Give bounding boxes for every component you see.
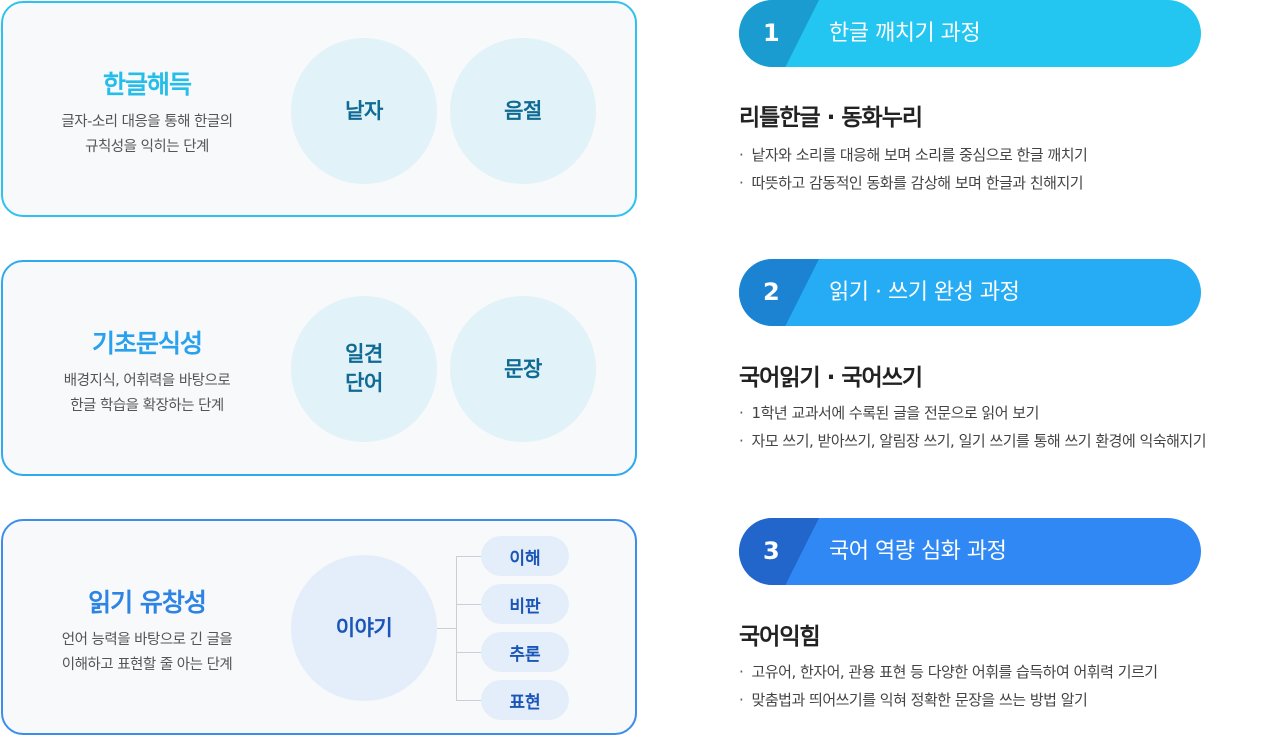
branch-trunk bbox=[456, 556, 457, 700]
branch-tick bbox=[456, 604, 482, 605]
bullet-item: 자모 쓰기, 받아쓰기, 알림장 쓰기, 일기 쓰기를 통해 쓰기 환경에 익숙… bbox=[739, 427, 1207, 455]
stage-banner-2: 2 읽기 · 쓰기 완성 과정 bbox=[739, 259, 1201, 326]
circle-letter: 낱자 bbox=[291, 38, 437, 184]
bullet-item: 낱자와 소리를 대응해 보며 소리를 중심으로 한글 깨치기 bbox=[739, 141, 1088, 169]
bullet-item: 고유어, 한자어, 관용 표현 등 다양한 어휘를 습득하여 어휘력 기르기 bbox=[739, 658, 1159, 686]
bullet-item: 맞춤법과 띄어쓰기를 익혀 정확한 문장을 쓰는 방법 알기 bbox=[739, 686, 1158, 714]
stage-card-basic-literacy: 기초문식성 배경지식, 어휘력을 바탕으로 한글 학습을 확장하는 단계 일견 … bbox=[1, 260, 637, 476]
circle-sight-word: 일견 단어 bbox=[291, 296, 437, 442]
card-description: 언어 능력을 바탕으로 긴 글을 이해하고 표현할 줄 아는 단계 bbox=[61, 632, 233, 673]
stage-label: 읽기 · 쓰기 완성 과정 bbox=[829, 280, 1020, 305]
circle-story: 이야기 bbox=[291, 555, 437, 701]
stage-card-hangul-decoding: 한글해득 글자-소리 대응을 통해 한글의 규칙성을 익히는 단계 낱자 음절 bbox=[1, 1, 637, 217]
stage-number: 3 bbox=[739, 518, 819, 585]
branch-tick bbox=[456, 556, 482, 557]
stage-number: 1 bbox=[739, 0, 819, 67]
stage-heading: 국어익힘 bbox=[739, 624, 821, 650]
pill-understanding: 이해 bbox=[481, 536, 569, 576]
pill-critique: 비판 bbox=[481, 584, 569, 624]
circle-syllable: 음절 bbox=[450, 38, 596, 184]
bullet-item: 1학년 교과서에 수록된 글을 전문으로 읽어 보기 bbox=[739, 399, 1206, 427]
card-title: 기초문식성 bbox=[91, 329, 203, 358]
stage-label: 한글 깨치기 과정 bbox=[829, 21, 981, 46]
stage-bullets: 1학년 교과서에 수록된 글을 전문으로 읽어 보기 자모 쓰기, 받아쓰기, … bbox=[739, 399, 1207, 455]
stage-heading: 국어읽기 · 국어쓰기 bbox=[739, 365, 923, 391]
card-title: 한글해득 bbox=[102, 70, 192, 99]
branch-connector bbox=[437, 628, 457, 629]
card-title: 읽기 유창성 bbox=[88, 588, 207, 617]
branch-tick bbox=[456, 700, 482, 701]
stage-label: 국어 역량 심화 과정 bbox=[829, 539, 1007, 564]
stage-heading: 리틀한글 · 동화누리 bbox=[739, 105, 923, 131]
stage-number: 2 bbox=[739, 259, 819, 326]
stage-bullets: 낱자와 소리를 대응해 보며 소리를 중심으로 한글 깨치기 따뜻하고 감동적인… bbox=[739, 141, 1088, 197]
stage-banner-3: 3 국어 역량 심화 과정 bbox=[739, 518, 1201, 585]
circle-sentence: 문장 bbox=[450, 296, 596, 442]
card-description: 글자-소리 대응을 통해 한글의 규칙성을 익히는 단계 bbox=[61, 114, 233, 155]
card-description: 배경지식, 어휘력을 바탕으로 한글 학습을 확장하는 단계 bbox=[63, 373, 231, 414]
stage-banner-1: 1 한글 깨치기 과정 bbox=[739, 0, 1201, 67]
stage-card-reading-fluency: 읽기 유창성 언어 능력을 바탕으로 긴 글을 이해하고 표현할 줄 아는 단계… bbox=[1, 519, 637, 735]
pill-inference: 추론 bbox=[481, 632, 569, 672]
stage-bullets: 고유어, 한자어, 관용 표현 등 다양한 어휘를 습득하여 어휘력 기르기 맞… bbox=[739, 658, 1159, 714]
pill-expression: 표현 bbox=[481, 680, 569, 720]
bullet-item: 따뜻하고 감동적인 동화를 감상해 보며 한글과 친해지기 bbox=[739, 169, 1087, 197]
branch-tick bbox=[456, 652, 482, 653]
